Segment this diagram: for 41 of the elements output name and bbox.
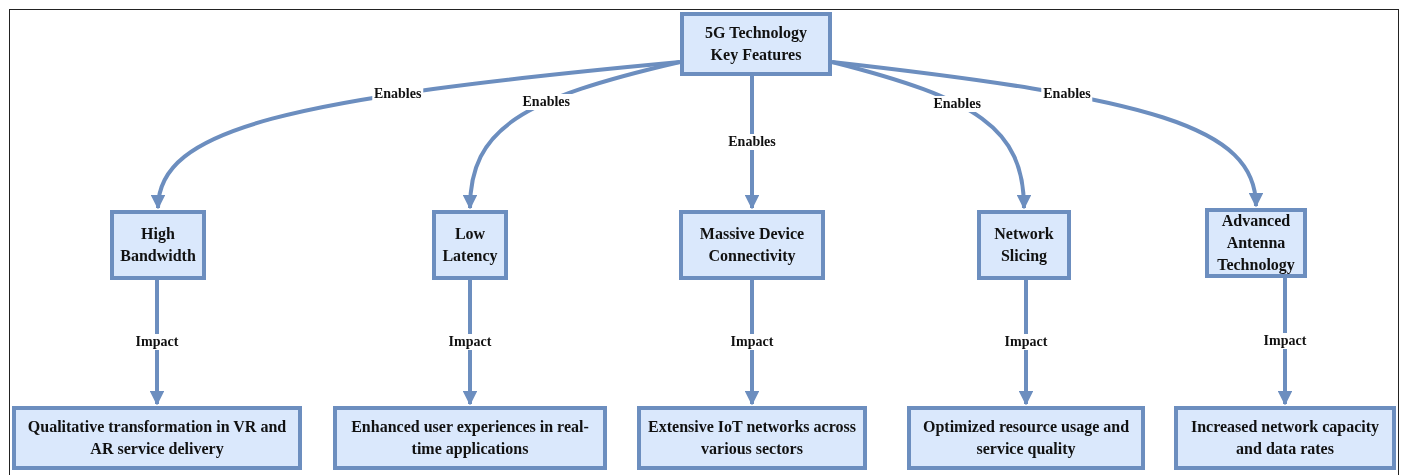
node-text: Extensive IoT networks across various sectors [647, 417, 857, 459]
edge-label: Impact [1261, 333, 1309, 349]
node-text: Advanced Antenna Technology [1216, 211, 1296, 276]
process-box [333, 406, 607, 470]
edge-label: Enables [726, 134, 778, 150]
node-text: 5G Technology Key Features [704, 23, 808, 66]
process-box [110, 210, 206, 280]
process-box [679, 210, 825, 280]
process-box [12, 406, 302, 470]
edge-label: Enables [1041, 86, 1093, 103]
node-text: Network Slicing [993, 224, 1055, 267]
edge-label: Impact [133, 334, 181, 350]
process-box [907, 406, 1145, 470]
node-text: Enhanced user experiences in real-time applications [350, 417, 590, 460]
node-text: High Bandwidth [120, 224, 196, 266]
arrow [152, 60, 681, 210]
arrow [149, 280, 165, 406]
arrow [1277, 278, 1293, 406]
arrow [744, 280, 760, 406]
edge-label: Enables [520, 94, 572, 111]
edge-label: Impact [1002, 334, 1050, 350]
node-text: Low Latency [442, 224, 498, 267]
edge-label: Impact [446, 334, 494, 350]
process-box [637, 406, 867, 470]
edge-label: Enables [931, 95, 983, 112]
arrow [463, 60, 681, 210]
node-text: Optimized resource usage and service quality [921, 417, 1131, 460]
process-box [1174, 406, 1396, 470]
process-box [432, 210, 508, 280]
process-box [680, 12, 832, 76]
edge-label: Enables [371, 86, 424, 103]
arrow [744, 76, 760, 210]
edge-label: Impact [728, 334, 776, 350]
arrow [1018, 280, 1034, 406]
node-text: Qualitative transformation in VR and AR service delivery [26, 417, 288, 460]
node-text: Massive Device Connectivity [698, 224, 806, 267]
arrow [831, 60, 1262, 208]
process-box [1205, 208, 1307, 278]
arrow [462, 280, 478, 406]
node-text: Increased network capacity and data rates [1189, 417, 1381, 459]
process-box [977, 210, 1071, 280]
